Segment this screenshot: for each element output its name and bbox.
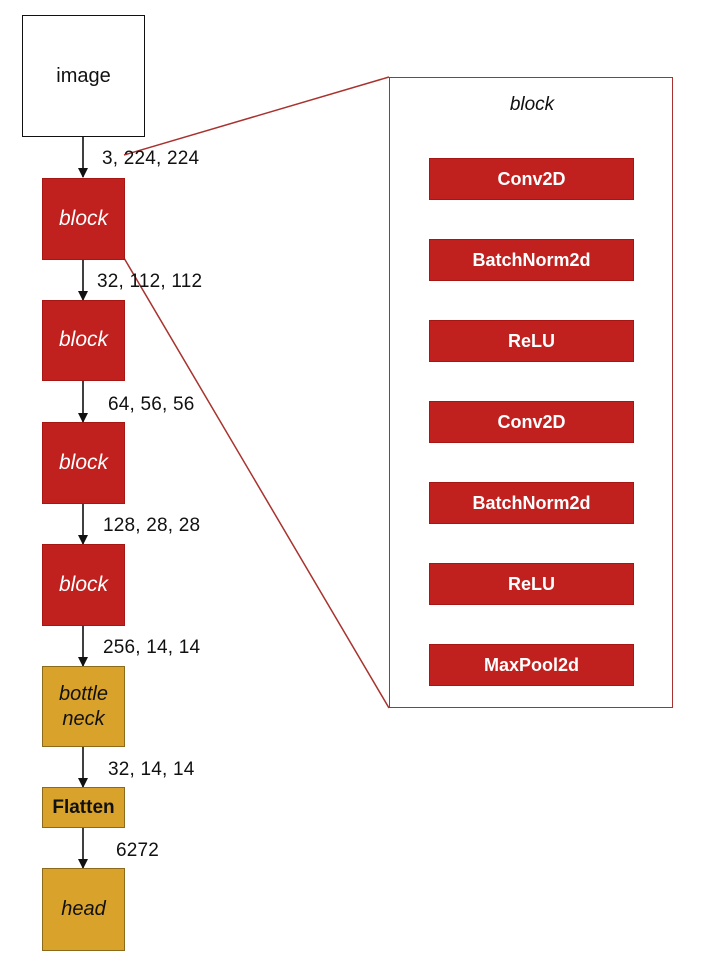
block-node-label: block	[58, 572, 109, 596]
zoom-line-bottom	[123, 257, 390, 709]
layer-label: Conv2D	[497, 411, 566, 432]
shape-label: 3, 224, 224	[102, 148, 200, 169]
head-label: head	[61, 898, 106, 920]
layer-conv2d-1: Conv2D	[429, 158, 634, 200]
layer-maxpool2d: MaxPool2d	[429, 644, 634, 686]
layer-label: BatchNorm2d	[472, 249, 591, 270]
shape-label: 32, 112, 112	[97, 271, 203, 292]
shape-label: 6272	[116, 840, 160, 861]
block-node-3: block	[42, 422, 125, 504]
block-node-label: block	[58, 450, 109, 474]
image-node: image	[22, 15, 145, 137]
block-node-2: block	[42, 300, 125, 381]
layer-label: BatchNorm2d	[472, 492, 591, 513]
image-node-label: image	[56, 64, 111, 87]
panel-title: block	[509, 94, 555, 115]
shape-label: 32, 14, 14	[108, 759, 195, 780]
shape-label: 128, 28, 28	[103, 515, 201, 536]
head-node: head	[42, 868, 125, 951]
layer-relu-2: ReLU	[429, 563, 634, 605]
shape-label: 64, 56, 56	[108, 394, 195, 415]
layer-batchnorm2d-2: BatchNorm2d	[429, 482, 634, 524]
layer-label: ReLU	[507, 573, 555, 594]
zoom-line-top	[123, 76, 390, 156]
layer-label: ReLU	[507, 330, 555, 351]
layer-batchnorm2d-1: BatchNorm2d	[429, 239, 634, 281]
shape-label: 256, 14, 14	[103, 637, 201, 658]
flatten-label: Flatten	[52, 796, 115, 818]
block-node-label: block	[58, 206, 109, 230]
bottleneck-node: bottle neck	[42, 666, 125, 747]
layer-relu-1: ReLU	[429, 320, 634, 362]
bottleneck-label-line2: neck	[62, 707, 105, 730]
block-node-4: block	[42, 544, 125, 626]
layer-conv2d-2: Conv2D	[429, 401, 634, 443]
flatten-node: Flatten	[42, 787, 125, 828]
layer-label: Conv2D	[497, 168, 566, 189]
block-node-label: block	[58, 328, 109, 352]
block-node-1: block	[42, 178, 125, 260]
layer-label: MaxPool2d	[483, 654, 580, 675]
bottleneck-label-line1: bottle	[59, 682, 108, 705]
